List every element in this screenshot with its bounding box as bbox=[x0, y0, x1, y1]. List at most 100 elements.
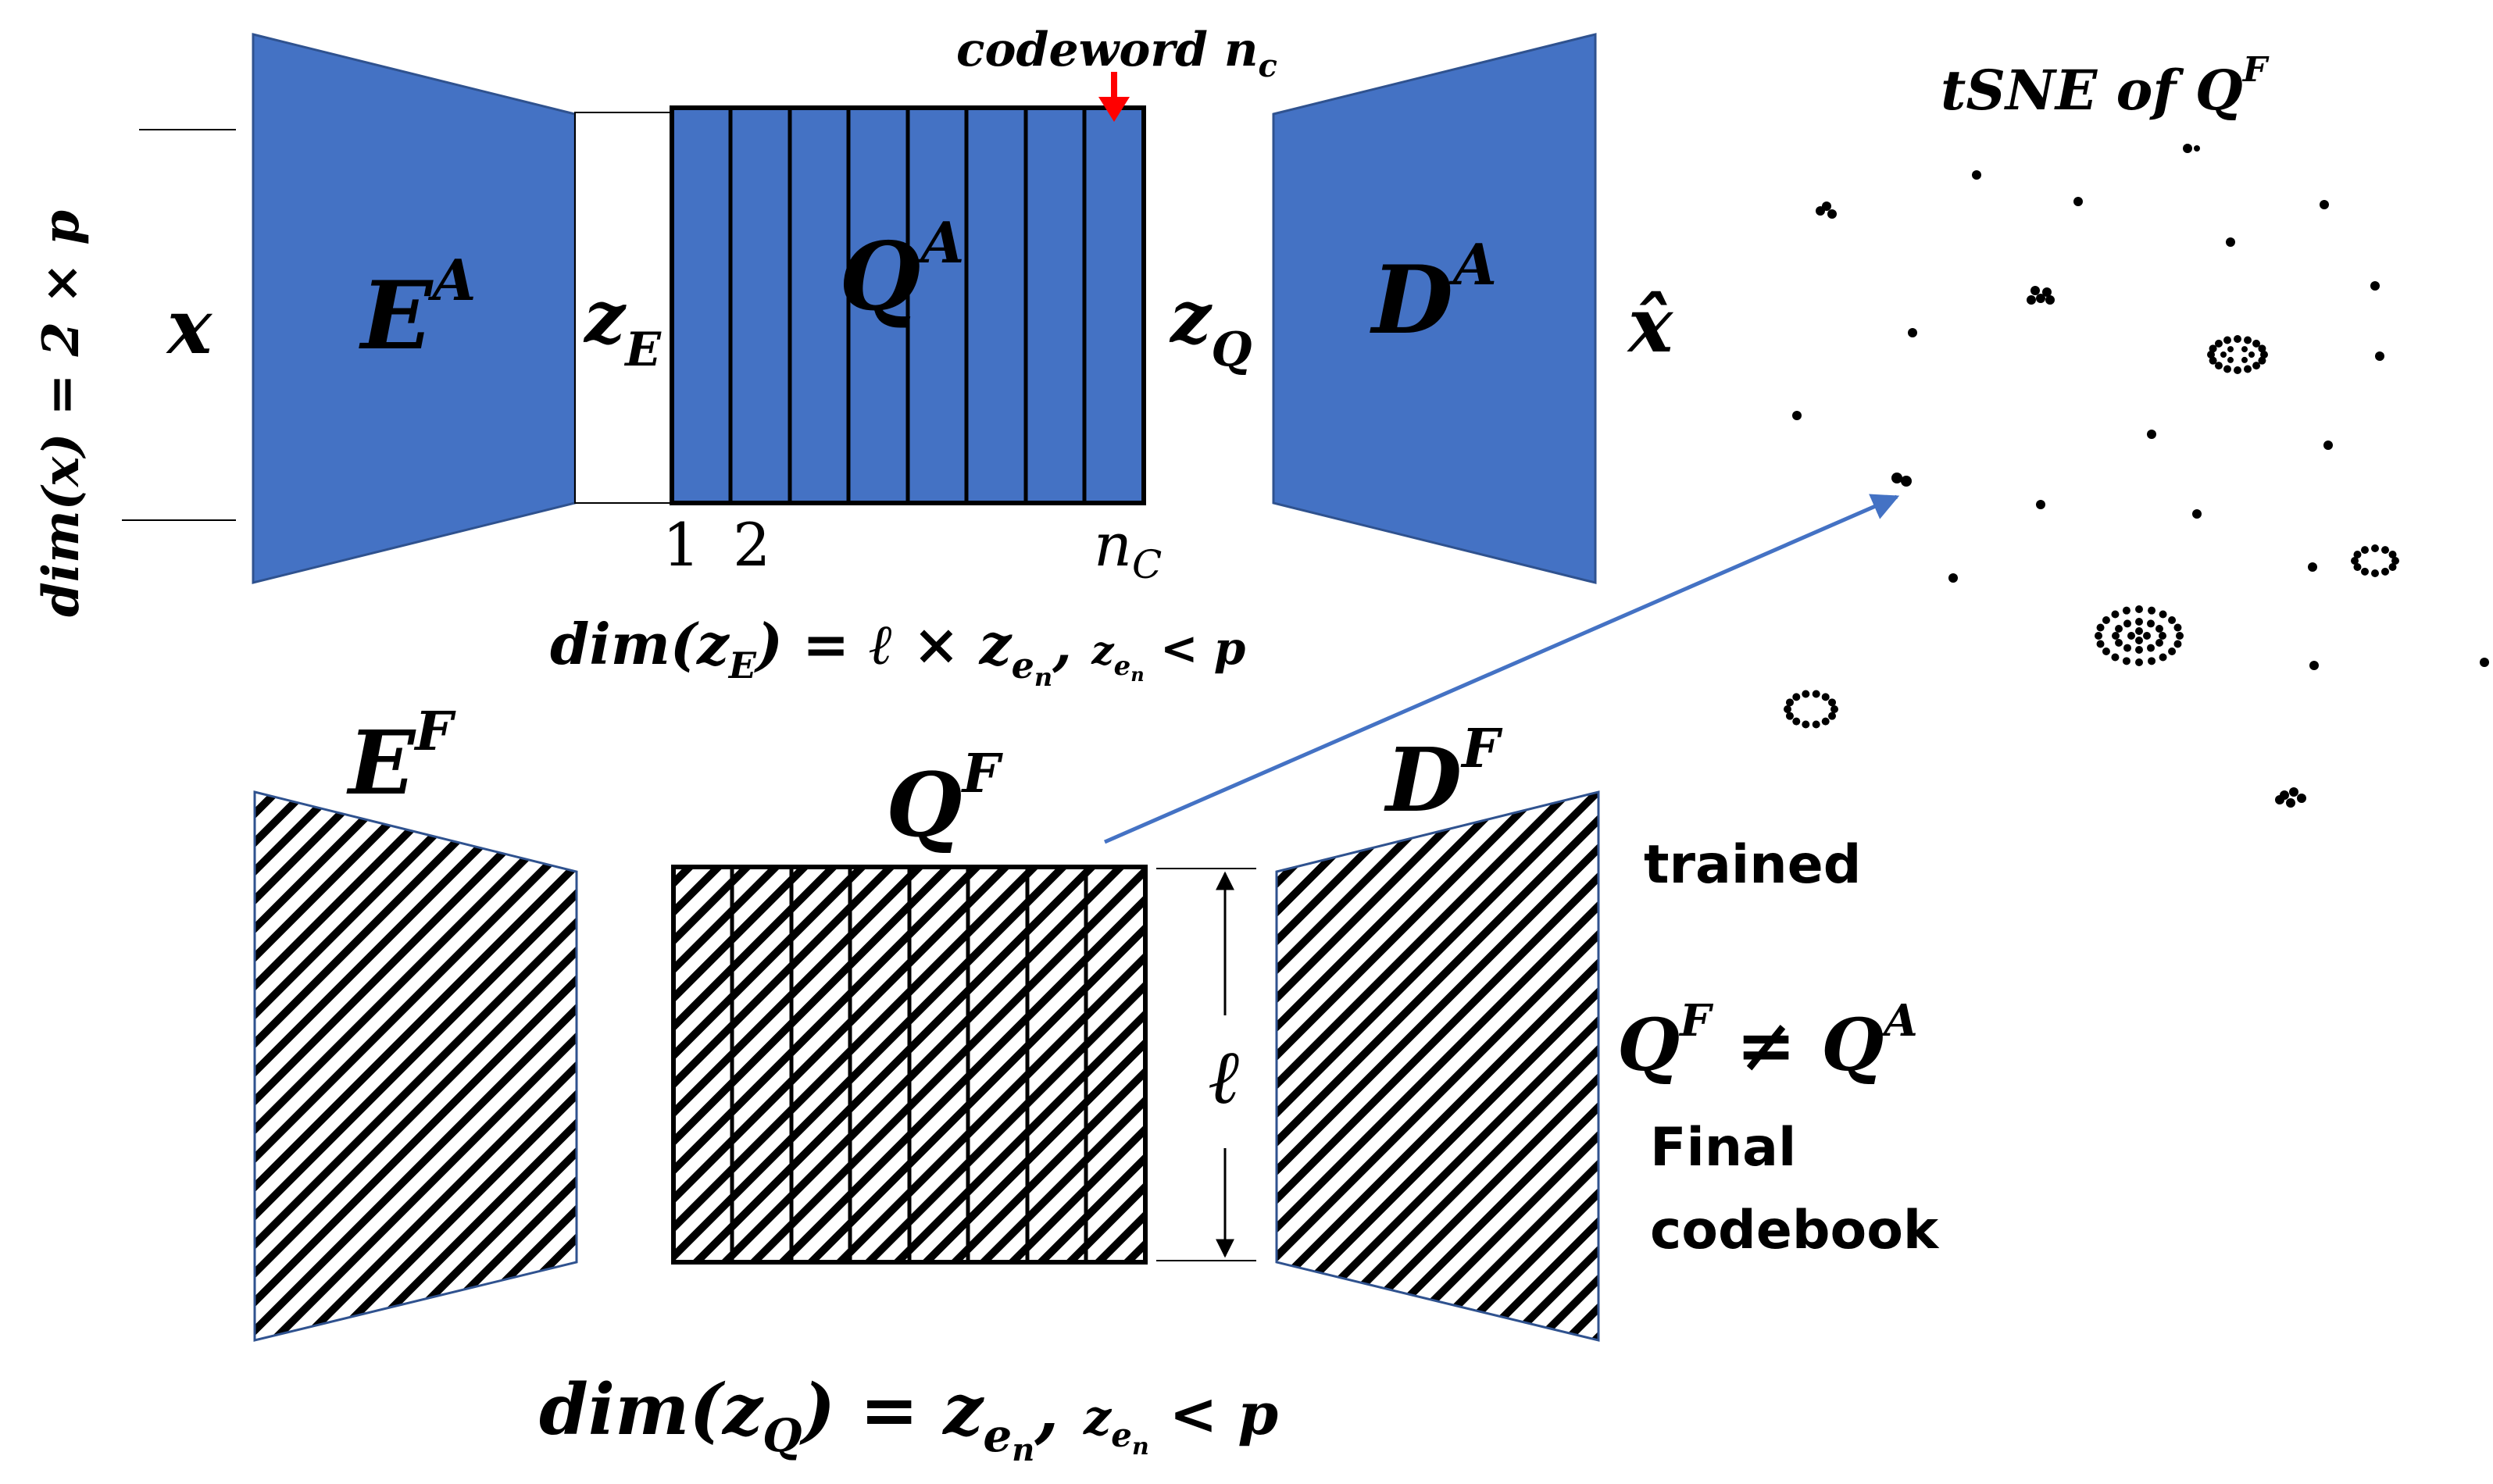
tsne-point bbox=[2381, 567, 2389, 576]
tsne-point bbox=[1785, 712, 1794, 720]
tsne-point bbox=[2381, 546, 2389, 555]
encoder-a-label: EA bbox=[359, 247, 476, 371]
tsne-point bbox=[2258, 356, 2266, 365]
tsne-point bbox=[2155, 639, 2163, 647]
tsne-point bbox=[2173, 640, 2182, 648]
tsne-point bbox=[2241, 346, 2248, 353]
tsne-point bbox=[1827, 209, 1837, 219]
final-codebook-line2: codebook bbox=[1650, 1200, 1940, 1261]
column-label-nc: nC bbox=[1094, 510, 1162, 587]
codeword-label: codeword nc bbox=[956, 23, 1277, 84]
tsne-point bbox=[2371, 569, 2379, 577]
tsne-point bbox=[2375, 351, 2384, 361]
tsne-point bbox=[2227, 346, 2234, 353]
tsne-point bbox=[1822, 202, 1831, 211]
latent-e-label: zE bbox=[583, 275, 662, 377]
tsne-point bbox=[1828, 712, 1837, 720]
decoder-a-label: DA bbox=[1370, 231, 1497, 355]
tsne-point bbox=[2096, 640, 2105, 648]
tsne-point bbox=[2168, 616, 2177, 625]
codebook-inequality: QF ≠ QA bbox=[1617, 995, 1918, 1087]
tsne-point bbox=[2027, 295, 2036, 305]
tsne-point bbox=[1821, 693, 1830, 701]
decoder-f-block bbox=[1275, 790, 1600, 1342]
input-symbol: x bbox=[166, 283, 213, 371]
tsne-point bbox=[2361, 567, 2369, 576]
tsne-point bbox=[2042, 287, 2052, 297]
tsne-point bbox=[2184, 144, 2191, 150]
tsne-point bbox=[2241, 356, 2248, 363]
tsne-point bbox=[1812, 720, 1820, 729]
tsne-point bbox=[2209, 356, 2217, 365]
quant-dim-formula: dim(zQ) = zen, zen < p bbox=[539, 1368, 1278, 1468]
tsne-point bbox=[2391, 557, 2399, 565]
tsne-point bbox=[1908, 328, 1917, 337]
tsne-point bbox=[2209, 344, 2217, 353]
tsne-point bbox=[2223, 365, 2231, 373]
tsne-point bbox=[2122, 606, 2130, 615]
tsne-point bbox=[2111, 610, 2120, 619]
tsne-point bbox=[2371, 544, 2379, 552]
tsne-point bbox=[2207, 351, 2215, 359]
tsne-point bbox=[1792, 411, 1802, 420]
tsne-point bbox=[2176, 632, 2184, 640]
tsne-point bbox=[2143, 632, 2151, 640]
tsne-point bbox=[2480, 658, 2489, 667]
latent-q-label: zQ bbox=[1169, 275, 1252, 377]
projection-arrow bbox=[1104, 494, 1900, 844]
tsne-point bbox=[2214, 339, 2223, 348]
tsne-point bbox=[2234, 335, 2241, 343]
tsne-point bbox=[2173, 623, 2182, 632]
tsne-point bbox=[2244, 336, 2252, 344]
tsne-point bbox=[2135, 627, 2143, 635]
tsne-point bbox=[2102, 647, 2110, 655]
tsne-point bbox=[2135, 605, 2143, 613]
tsne-point bbox=[2388, 563, 2397, 571]
height-label: ℓ bbox=[1208, 1033, 1239, 1121]
tsne-point bbox=[1830, 705, 1838, 713]
tsne-point bbox=[2353, 563, 2362, 571]
tsne-point bbox=[2159, 632, 2166, 640]
tsne-point bbox=[2159, 610, 2167, 619]
tsne-point bbox=[2388, 551, 2397, 558]
tsne-scatter bbox=[1784, 144, 2489, 808]
tsne-point bbox=[1891, 473, 1902, 483]
tsne-point bbox=[2258, 344, 2266, 353]
tsne-point bbox=[2192, 509, 2202, 519]
tsne-point bbox=[2155, 625, 2163, 633]
tsne-point bbox=[1821, 717, 1830, 726]
tsne-point bbox=[1972, 170, 1981, 180]
encoder-f-label: EF bbox=[346, 701, 456, 815]
tsne-point bbox=[2227, 356, 2234, 363]
tsne-point bbox=[2289, 787, 2298, 797]
output-symbol: x̂ bbox=[1627, 281, 1674, 369]
tsne-point bbox=[2147, 619, 2155, 628]
tsne-point bbox=[2244, 365, 2252, 373]
tsne-point bbox=[2112, 632, 2120, 640]
column-label-2: 2 bbox=[733, 510, 770, 580]
quantizer-f-block bbox=[671, 865, 1148, 1265]
tsne-point bbox=[2308, 562, 2317, 572]
tsne-point bbox=[2036, 500, 2045, 509]
tsne-point bbox=[2260, 351, 2268, 359]
latent-e-slot bbox=[574, 112, 673, 504]
tsne-point bbox=[2123, 619, 2131, 628]
tsne-point bbox=[2115, 625, 2123, 633]
tsne-point bbox=[2214, 362, 2223, 370]
tsne-point bbox=[2252, 362, 2261, 370]
tsne-point bbox=[2220, 351, 2227, 358]
tsne-point bbox=[2127, 632, 2135, 640]
tsne-point bbox=[2148, 606, 2156, 615]
tsne-point bbox=[2036, 294, 2045, 303]
tsne-point bbox=[2135, 646, 2143, 654]
tsne-point bbox=[2030, 286, 2040, 295]
tsne-point bbox=[1785, 698, 1794, 707]
tsne-point bbox=[2248, 351, 2255, 358]
tsne-point bbox=[2275, 795, 2284, 804]
tsne-point bbox=[1812, 690, 1820, 698]
column-label-1: 1 bbox=[663, 510, 700, 580]
tsne-title: tSNE of QF bbox=[1941, 50, 2270, 123]
tsne-point bbox=[1828, 698, 1837, 707]
tsne-point bbox=[1792, 693, 1801, 701]
tsne-point bbox=[2361, 546, 2369, 555]
